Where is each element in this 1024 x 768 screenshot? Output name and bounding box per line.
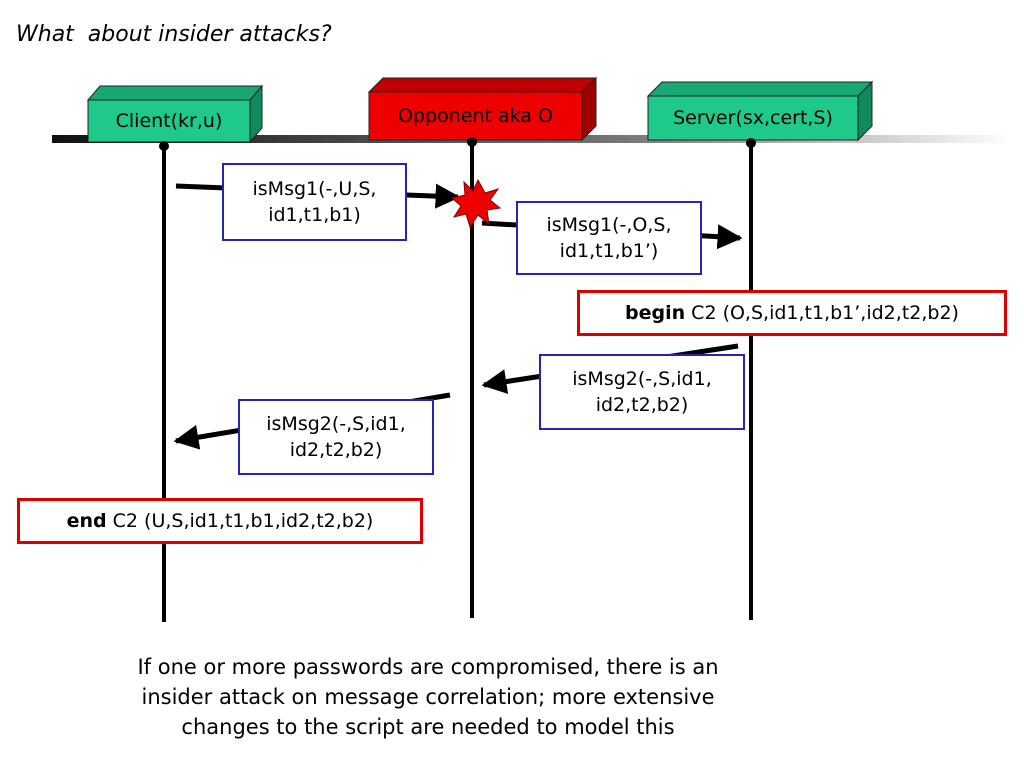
- footer-note: If one or more passwords are compromised…: [100, 652, 756, 742]
- msg2-opponent-line1: isMsg2(-,S,id1,: [266, 413, 406, 435]
- server-lifeline-dot: [746, 138, 756, 148]
- footer-line1: If one or more passwords are compromised…: [137, 655, 719, 679]
- client-label: Client(kr,u): [115, 110, 223, 132]
- end-event-box: end C2 (U,S,id1,t1,b1,id2,t2,b2): [17, 498, 423, 544]
- end-text: C2 (U,S,id1,t1,b1,id2,t2,b2): [112, 510, 374, 532]
- msg1-client-box: isMsg1(-,U,S, id1,t1,b1): [222, 163, 407, 241]
- opponent-box: [367, 76, 598, 142]
- begin-event-box: begin C2 (O,S,id1,t1,b1’,id2,t2,b2): [577, 290, 1007, 336]
- opponent-label: Opponent aka O: [398, 105, 553, 127]
- begin-text: C2 (O,S,id1,t1,b1’,id2,t2,b2): [691, 302, 959, 324]
- slide-title: What about insider attacks?: [16, 22, 332, 47]
- server-label: Server(sx,cert,S): [673, 107, 833, 129]
- begin-keyword: begin: [625, 302, 686, 324]
- msg1-client-line1: isMsg1(-,U,S,: [252, 178, 377, 200]
- msg2-opponent-line2: id2,t2,b2): [289, 439, 383, 461]
- msg1-opponent-box: isMsg1(-,O,S, id1,t1,b1’): [516, 201, 702, 275]
- opponent-lifeline-dot: [467, 137, 477, 147]
- msg1-opponent-line2: id1,t1,b1’): [559, 240, 659, 262]
- msg1-opponent-line1: isMsg1(-,O,S,: [546, 214, 672, 236]
- footer-line2: insider attack on message correlation; m…: [141, 685, 715, 709]
- footer-line3: changes to the script are needed to mode…: [181, 715, 675, 739]
- server-box: [646, 80, 874, 142]
- msg2-server-line2: id2,t2,b2): [595, 394, 689, 416]
- end-keyword: end: [66, 510, 107, 532]
- msg2-server-box: isMsg2(-,S,id1, id2,t2,b2): [539, 354, 745, 430]
- interception-burst-icon: [450, 178, 502, 229]
- msg2-opponent-box: isMsg2(-,S,id1, id2,t2,b2): [238, 399, 434, 475]
- client-lifeline-dot: [159, 141, 169, 151]
- msg1-client-line2: id1,t1,b1): [268, 204, 361, 226]
- client-box: [86, 84, 264, 144]
- msg2-server-line1: isMsg2(-,S,id1,: [572, 368, 712, 390]
